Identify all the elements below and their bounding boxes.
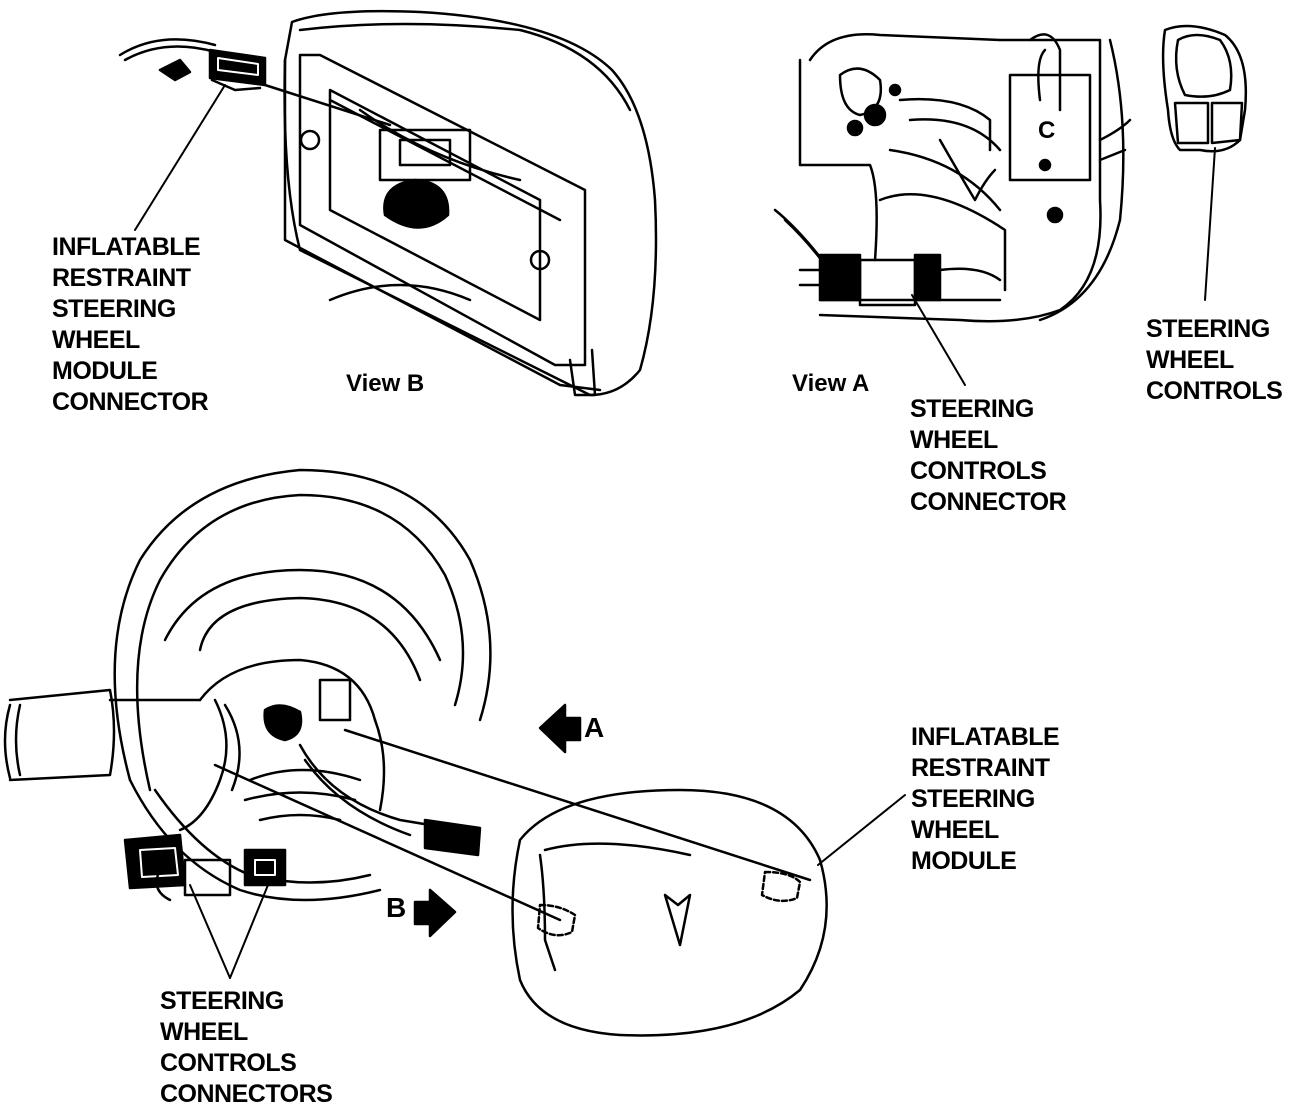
- label-line: WHEEL: [910, 426, 998, 454]
- label-line: CONNECTOR: [910, 488, 1067, 516]
- label-ir-module-connector: INFLATABLE RESTRAINT STEERING WHEEL MODU…: [52, 232, 209, 418]
- label-line: RESTRAINT: [911, 754, 1050, 782]
- direction-arrow-a: [538, 703, 582, 754]
- label-sw-controls-connector: STEERING WHEEL CONTROLS CONNECTOR: [910, 394, 1067, 518]
- view-a-column-detail: [773, 33, 1132, 323]
- airbag-module-front: [511, 788, 828, 1037]
- label-line: WHEEL: [1146, 346, 1234, 374]
- label-line: WHEEL: [52, 326, 140, 354]
- label-line: WHEEL: [911, 816, 999, 844]
- view-b-airbag-module-rear: [118, 9, 658, 397]
- label-line: INFLATABLE: [911, 723, 1060, 751]
- label-line: STEERING: [160, 987, 284, 1015]
- label-line: MODULE: [52, 357, 158, 385]
- arrow-b-label: B: [386, 892, 407, 923]
- label-line: CONTROLS: [160, 1049, 297, 1077]
- label-sw-controls: STEERING WHEEL CONTROLS: [1146, 314, 1283, 407]
- label-line: CONTROLS: [1146, 377, 1283, 405]
- label-sw-controls-connectors: STEERING WHEEL CONTROLS CONNECTORS: [160, 986, 333, 1110]
- steering-wheel-controls-pod: [1161, 24, 1248, 153]
- label-line: MODULE: [911, 847, 1017, 875]
- leader-lines: [134, 84, 1216, 979]
- label-line: WHEEL: [160, 1018, 248, 1046]
- view-b-caption: View B: [346, 370, 425, 397]
- label-line: CONNECTOR: [52, 388, 209, 416]
- arrow-a-label: A: [584, 712, 605, 743]
- direction-arrow-b: [413, 888, 457, 938]
- label-line: CONNECTORS: [160, 1080, 333, 1108]
- label-line: STEERING: [911, 785, 1035, 813]
- bracket-letter-c: C: [1038, 117, 1055, 144]
- label-line: STEERING: [52, 295, 176, 323]
- view-a-caption: View A: [792, 370, 870, 397]
- label-ir-module: INFLATABLE RESTRAINT STEERING WHEEL MODU…: [911, 722, 1060, 877]
- steering-wheel-assembly: [3, 468, 812, 922]
- label-line: RESTRAINT: [52, 264, 191, 292]
- label-line: INFLATABLE: [52, 233, 201, 261]
- label-line: STEERING: [910, 395, 1034, 423]
- label-line: CONTROLS: [910, 457, 1047, 485]
- label-line: STEERING: [1146, 315, 1270, 343]
